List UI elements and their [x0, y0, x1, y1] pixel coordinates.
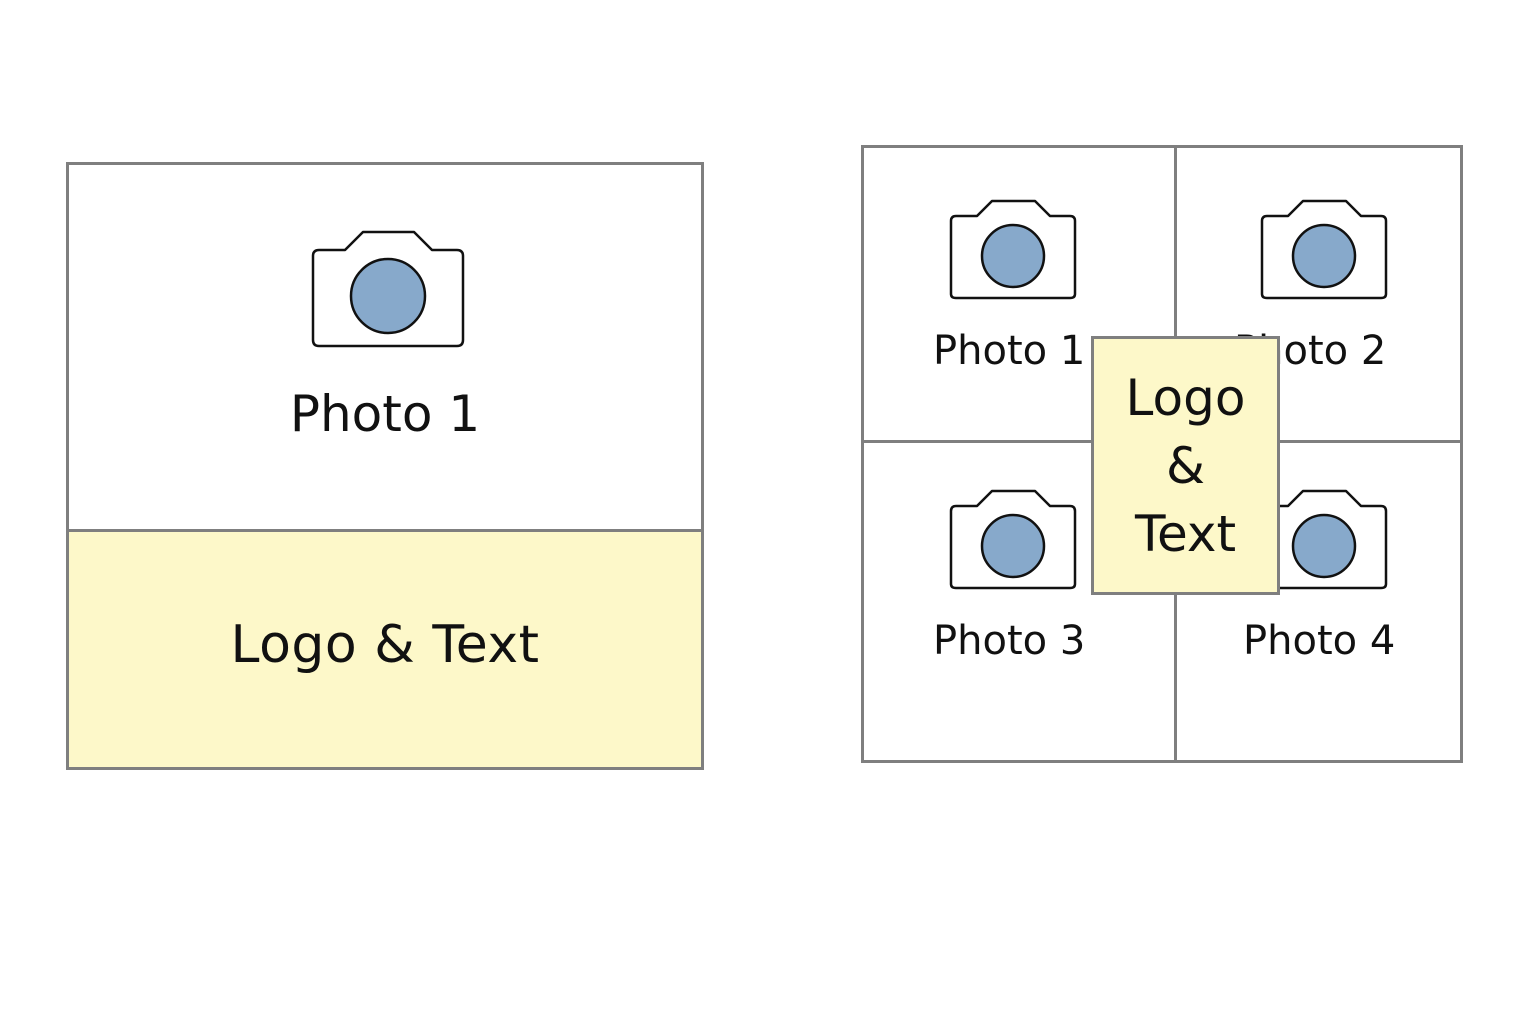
photo-label: Photo 4 [1243, 618, 1396, 664]
logo-text-area: Logo & Text [1091, 336, 1280, 595]
camera-icon [1260, 489, 1388, 590]
single-photo-layout: Photo 1 Logo & Text [66, 162, 704, 770]
logo-text-area: Logo & Text [69, 532, 701, 767]
logo-text-line: Text [1134, 504, 1237, 563]
camera-icon [311, 230, 465, 348]
logo-text-label: Logo & Text [230, 614, 540, 675]
photo-label: Photo 3 [933, 618, 1086, 664]
four-photo-grid-layout: Photo 1 Photo 2 Photo 3 Photo 4 [861, 145, 1463, 763]
camera-icon [949, 489, 1077, 590]
logo-text-line: Logo [1125, 368, 1246, 427]
camera-icon [949, 199, 1077, 300]
photo-label: Photo 1 [933, 328, 1086, 374]
photo-label: Photo 1 [289, 385, 481, 443]
photo-slot-1: Photo 1 [69, 165, 701, 532]
camera-icon [1260, 199, 1388, 300]
logo-text-line: & [1166, 436, 1205, 495]
